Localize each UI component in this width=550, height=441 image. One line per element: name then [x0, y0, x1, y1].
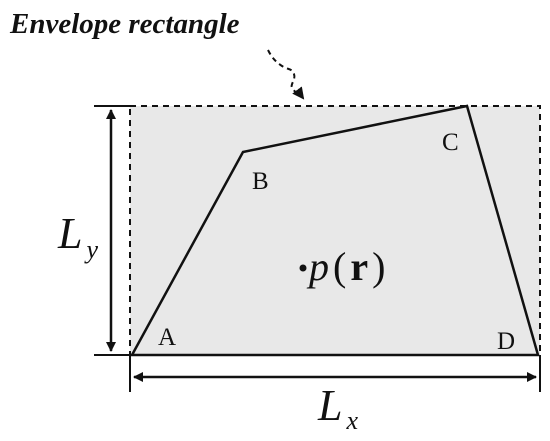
lx-label-main: L — [317, 381, 342, 430]
vertex-label-c: C — [442, 129, 459, 156]
vertex-label-d: D — [497, 328, 515, 355]
ly-label-main: L — [57, 209, 82, 258]
function-argument: r — [350, 244, 368, 289]
function-name: p — [306, 244, 329, 289]
lx-label-subscript: x — [345, 406, 358, 435]
function-open-paren: ( — [333, 244, 346, 289]
ly-label: L y — [57, 209, 98, 264]
vertex-label-b: B — [252, 168, 269, 195]
lx-label: L x — [317, 381, 358, 435]
title-pointer-arrow — [267, 49, 305, 100]
interior-point-dot — [299, 264, 307, 272]
envelope-rectangle — [129, 105, 541, 356]
ly-label-subscript: y — [83, 235, 98, 264]
quadrilateral-shape — [129, 104, 540, 357]
diagram-title: Envelope rectangle — [9, 8, 240, 40]
interior-function-label: p ( r ) — [306, 244, 385, 289]
vertex-label-a: A — [158, 324, 176, 351]
function-close-paren: ) — [372, 244, 385, 289]
